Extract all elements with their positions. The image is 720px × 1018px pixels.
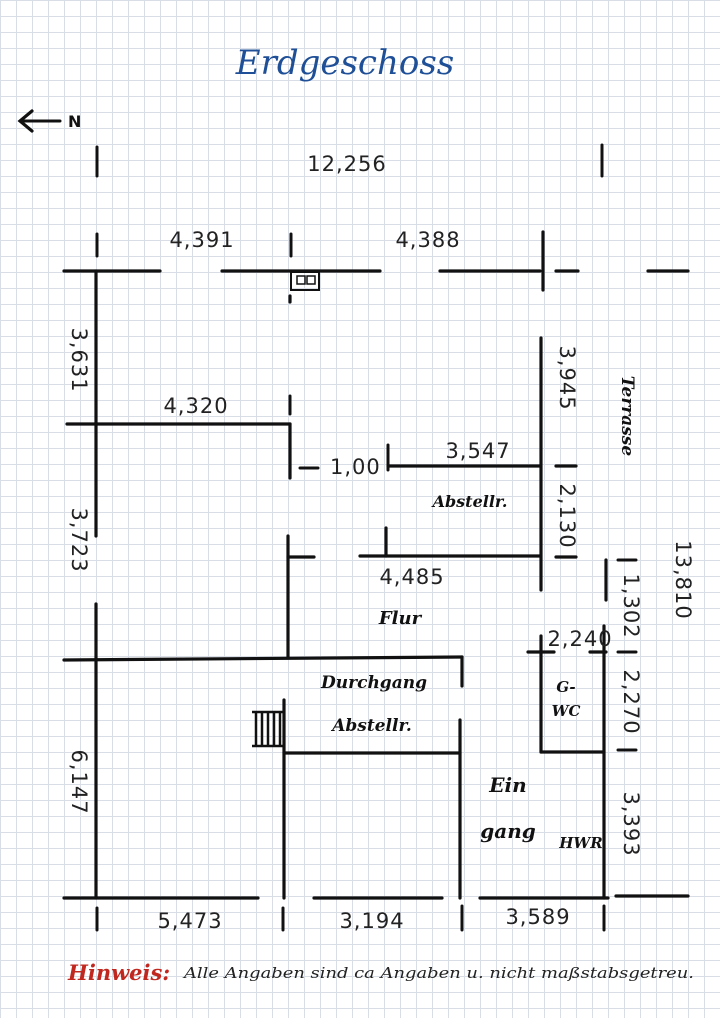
plan-title: Erdgeschoss [235,43,454,83]
room-eingang-ein: Ein [488,773,526,797]
room-durchgang: Durchgang [320,673,427,693]
dim-top-left: 4,391 [169,228,234,252]
dim-total-depth: 13,810 [671,540,695,619]
room-flur: Flur [378,608,423,629]
dim-right-c: 3,393 [619,791,643,856]
dim-total-width: 12,256 [307,152,386,176]
dim-left-upper: 3,631 [67,327,91,392]
dim-bottom-left: 5,473 [157,909,222,933]
dim-right-a: 1,302 [619,573,643,638]
dim-right-upper: 3,945 [555,345,579,410]
room-eingang-gang: gang [480,819,535,843]
wall-main-horizontal [62,655,464,662]
note-label: Hinweis: [67,960,170,985]
dim-top-right: 4,388 [395,228,460,252]
dim-left-lower: 6,147 [67,749,91,814]
dim-storage-top: 3,547 [445,439,510,463]
room-abstellr-upper: Abstellr. [431,492,508,511]
wall-bottom-exterior [62,894,690,900]
north-label: N [68,112,81,131]
room-abstellr-lower: Abstellr. [330,716,412,736]
storage-upper-walls [358,443,578,559]
dim-right-b: 2,270 [619,669,643,734]
stairs-icon [252,710,284,748]
dim-wc-width: 2,240 [547,627,612,651]
north-arrow-icon [17,109,62,133]
storage-lower-walls [282,698,462,900]
room-terrasse: Terrasse [617,376,637,457]
dim-bottom-right: 3,589 [505,905,570,929]
room-hwr: HWR [558,834,602,852]
dim-bottom-middle: 3,194 [339,909,404,933]
chimney-icon [290,271,320,291]
dim-door-width: 1,00 [330,455,381,479]
room-wc: WC [552,702,581,720]
dim-storage-bottom: 4,485 [379,565,444,589]
note-text: Alle Angaben sind ca Angaben u. nicht ma… [182,964,694,982]
room-g: G- [556,678,575,696]
wc-hwr-walls [526,558,608,900]
dim-inner-wall: 4,320 [163,394,228,418]
dim-right-middle: 2,130 [555,483,579,548]
dim-left-middle: 3,723 [67,507,91,572]
